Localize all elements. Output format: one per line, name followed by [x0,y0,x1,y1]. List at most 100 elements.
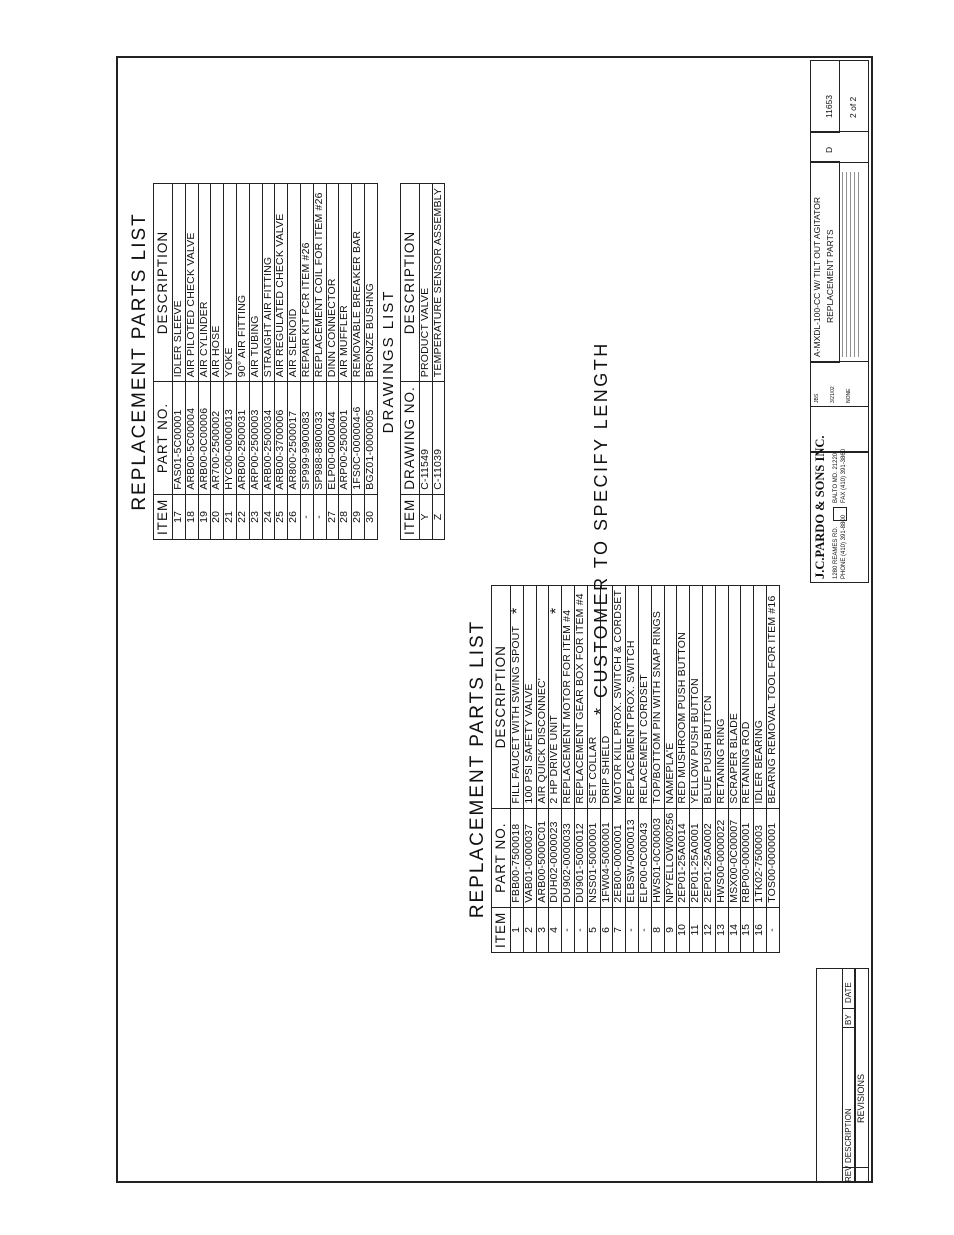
drawing-scale: NONE [846,388,852,403]
asterisk-item-23: * [548,607,565,614]
sheet-number: 2 of 2 [848,96,858,118]
item-cell: 7 [612,907,626,953]
part-number-cell: C-11039 [432,381,445,495]
asterisk-item-20: * [509,607,526,614]
part-number-cell: ELP00-0000044 [326,381,339,495]
drawing-canvas: REPLACEMENT PARTS LIST ITEM PART NO. DES… [116,56,873,1183]
item-cell: Y [419,494,433,540]
item-cell: 5 [587,907,601,953]
description-cell: 100 PSI SAFETY VALVE [523,585,537,809]
item-cell: 18 [185,494,199,540]
item-cell: 1 [510,907,524,953]
column-header-item: ITEM [153,494,173,540]
part-number-cell: 2EP01-25A0002 [702,808,716,908]
part-number-cell: ARB00-5C00004 [185,381,199,495]
item-cell: 16 [753,907,767,953]
replacement-parts-table-2: REPLACEMENT PARTS LIST ITEM PART NO. DES… [126,183,445,540]
description-cell: IDLER BEARING [753,585,767,809]
description-cell: RETANING ROD [740,585,754,809]
item-cell: 10 [676,907,690,953]
item-cell: 27 [326,494,339,540]
drawing-number: 11653 [824,94,834,118]
part-number-cell: ARB00-3700006 [274,381,288,495]
item-cell: - [625,907,639,953]
item-cell: 2 [523,907,537,953]
item-cell: 3 [536,907,549,953]
part-number-cell: HYC00-0000013 [223,381,237,495]
customer-length-note: * CUSTOMER TO SPECIFY LENGTH [591,341,611,715]
part-number-cell: HWS01-0C00003 [651,808,665,908]
item-cell: - [313,494,327,540]
description-cell: BEARNG REMOVAL TOOL FOR ITEM #16 [766,585,780,809]
description-cell: RED MUSHROOM PUSH BUTTON [676,585,690,809]
company-name: J.C.PARDO & SONS INC. [813,435,827,579]
description-cell: YOKE [223,183,237,382]
description-cell: AIR QUICK DISCONNEC' [536,585,549,809]
description-cell: AIR MUFFLER [338,183,352,382]
description-cell: TOP/BOTTOM PIN WITH SNAP RINGS [651,585,665,809]
description-cell: 2 HP DRIVE UNIT [548,585,562,809]
item-cell: 20 [210,494,224,540]
part-number-cell: 2EP01-25A0014 [676,808,690,908]
part-number-cell: AR800-2500017 [287,381,301,495]
description-cell: SCRAPER BLADE [728,585,741,809]
item-cell: 4 [548,907,562,953]
item-cell: 25 [274,494,288,540]
description-header: DESCRIPTION [844,1108,853,1163]
part-number-cell: SP999-9900083 [300,381,314,495]
description-cell: REPLACEMENT PROX. SWITCH [625,585,639,809]
part-number-cell: ELP00-0C00043 [638,808,652,908]
item-cell: 26 [287,494,301,540]
item-cell: 24 [262,494,275,540]
table-title: REPLACEMENT PARTS LIST [129,212,150,511]
part-number-cell: 2EP01-25A0001 [689,808,703,908]
description-cell: RETANING RING [715,585,729,809]
part-number-cell: DU901-5000012 [574,808,588,908]
column-header-item: ITEM [491,907,511,953]
item-cell: 22 [236,494,250,540]
drawing-date: 3/21/02 [830,386,836,403]
item-cell: 28 [338,494,352,540]
legal-notice-block [842,172,862,357]
part-number-cell: FBB00-7500018 [510,808,524,908]
description-cell: 90° AIR FITTING [236,183,250,382]
item-cell: 30 [364,494,378,540]
part-number-cell: NSS01-5000001 [587,808,601,908]
drawing-subtitle: REPLACEMENT PARTS [825,229,835,323]
column-header-part-no: PART NO. [491,808,511,908]
item-cell: 29 [351,494,365,540]
column-header-item: ITEM [400,494,420,540]
description-cell: REPLACEMENT GEAR BOX FOR ITEM #4 [574,585,588,809]
item-cell: 23 [249,494,263,540]
description-cell: REPLACEMENT MOTOR FOR ITEM #4 [561,585,575,809]
item-cell: 8 [651,907,665,953]
item-cell: - [766,907,780,953]
company-logo [833,507,847,521]
item-cell: 17 [172,494,186,540]
description-cell: AIR HOSE [210,183,224,382]
description-cell: FILL FAUCET WITH SWING SPOUT [510,585,524,809]
part-number-cell: RBP00-0000001 [740,808,754,908]
description-cell: REPLACEMENT COIL FOR ITEM #26 [313,183,327,382]
part-number-cell: HWS00-0000022 [715,808,729,908]
